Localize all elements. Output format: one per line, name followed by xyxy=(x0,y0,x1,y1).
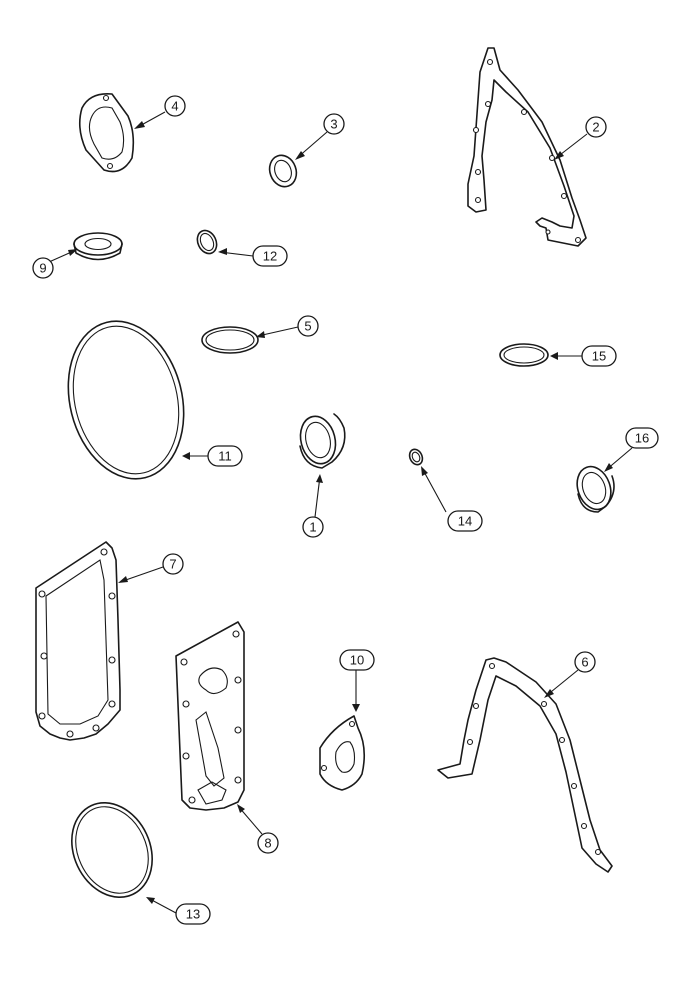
callout-2: 2 xyxy=(554,116,607,160)
part-16-seal-sleeve xyxy=(576,465,615,513)
part-9-washer-ring xyxy=(73,232,123,261)
callout-5: 5 xyxy=(256,315,319,338)
callout-12-label: 12 xyxy=(263,249,277,264)
part-3-ring-seal xyxy=(268,154,298,188)
callout-4: 4 xyxy=(134,95,186,129)
part-10-flange-gasket xyxy=(319,715,366,791)
callout-16: 16 xyxy=(604,427,659,472)
callout-12: 12 xyxy=(218,245,288,267)
callout-9: 9 xyxy=(32,249,78,279)
callout-14-label: 14 xyxy=(458,514,472,529)
callout-6: 6 xyxy=(544,651,596,698)
part-13-o-ring xyxy=(71,801,153,899)
callout-13-label: 13 xyxy=(186,907,200,922)
callout-16-label: 16 xyxy=(635,431,649,446)
callout-15-label: 15 xyxy=(592,349,606,364)
callout-13: 13 xyxy=(146,897,211,925)
part-8-oil-cooler-gasket xyxy=(175,621,245,811)
part-7-cover-gasket xyxy=(35,541,121,741)
callout-11: 11 xyxy=(182,445,243,467)
part-6-rear-cover-gasket xyxy=(437,657,613,873)
callout-8: 8 xyxy=(237,804,279,854)
part-1-seal-sleeve xyxy=(299,413,346,469)
callout-8-label: 8 xyxy=(264,836,271,851)
callout-10-label: 10 xyxy=(350,653,364,668)
callout-7: 7 xyxy=(118,553,184,583)
callout-3: 3 xyxy=(295,113,345,160)
part-4-flange-gasket xyxy=(78,92,135,173)
callout-1: 1 xyxy=(302,474,324,538)
callout-5-label: 5 xyxy=(304,319,311,334)
callout-6-label: 6 xyxy=(581,655,588,670)
callout-3-label: 3 xyxy=(330,117,337,132)
callout-10: 10 xyxy=(339,649,375,712)
callout-11-label: 11 xyxy=(218,449,232,464)
callout-14: 14 xyxy=(421,466,483,532)
callout-2-label: 2 xyxy=(592,120,599,135)
callout-4-label: 4 xyxy=(171,99,178,114)
callout-9-label: 9 xyxy=(39,261,46,276)
callout-15: 15 xyxy=(550,345,617,367)
part-15-o-ring xyxy=(499,343,549,367)
part-14-tiny-o-ring xyxy=(408,448,424,466)
part-11-large-seal-ring xyxy=(67,320,185,480)
part-5-o-ring xyxy=(201,326,259,354)
part-12-small-o-ring xyxy=(196,229,218,255)
part-2-gear-housing-gasket xyxy=(467,47,587,247)
callout-7-label: 7 xyxy=(169,557,176,572)
callout-1-label: 1 xyxy=(309,520,316,535)
